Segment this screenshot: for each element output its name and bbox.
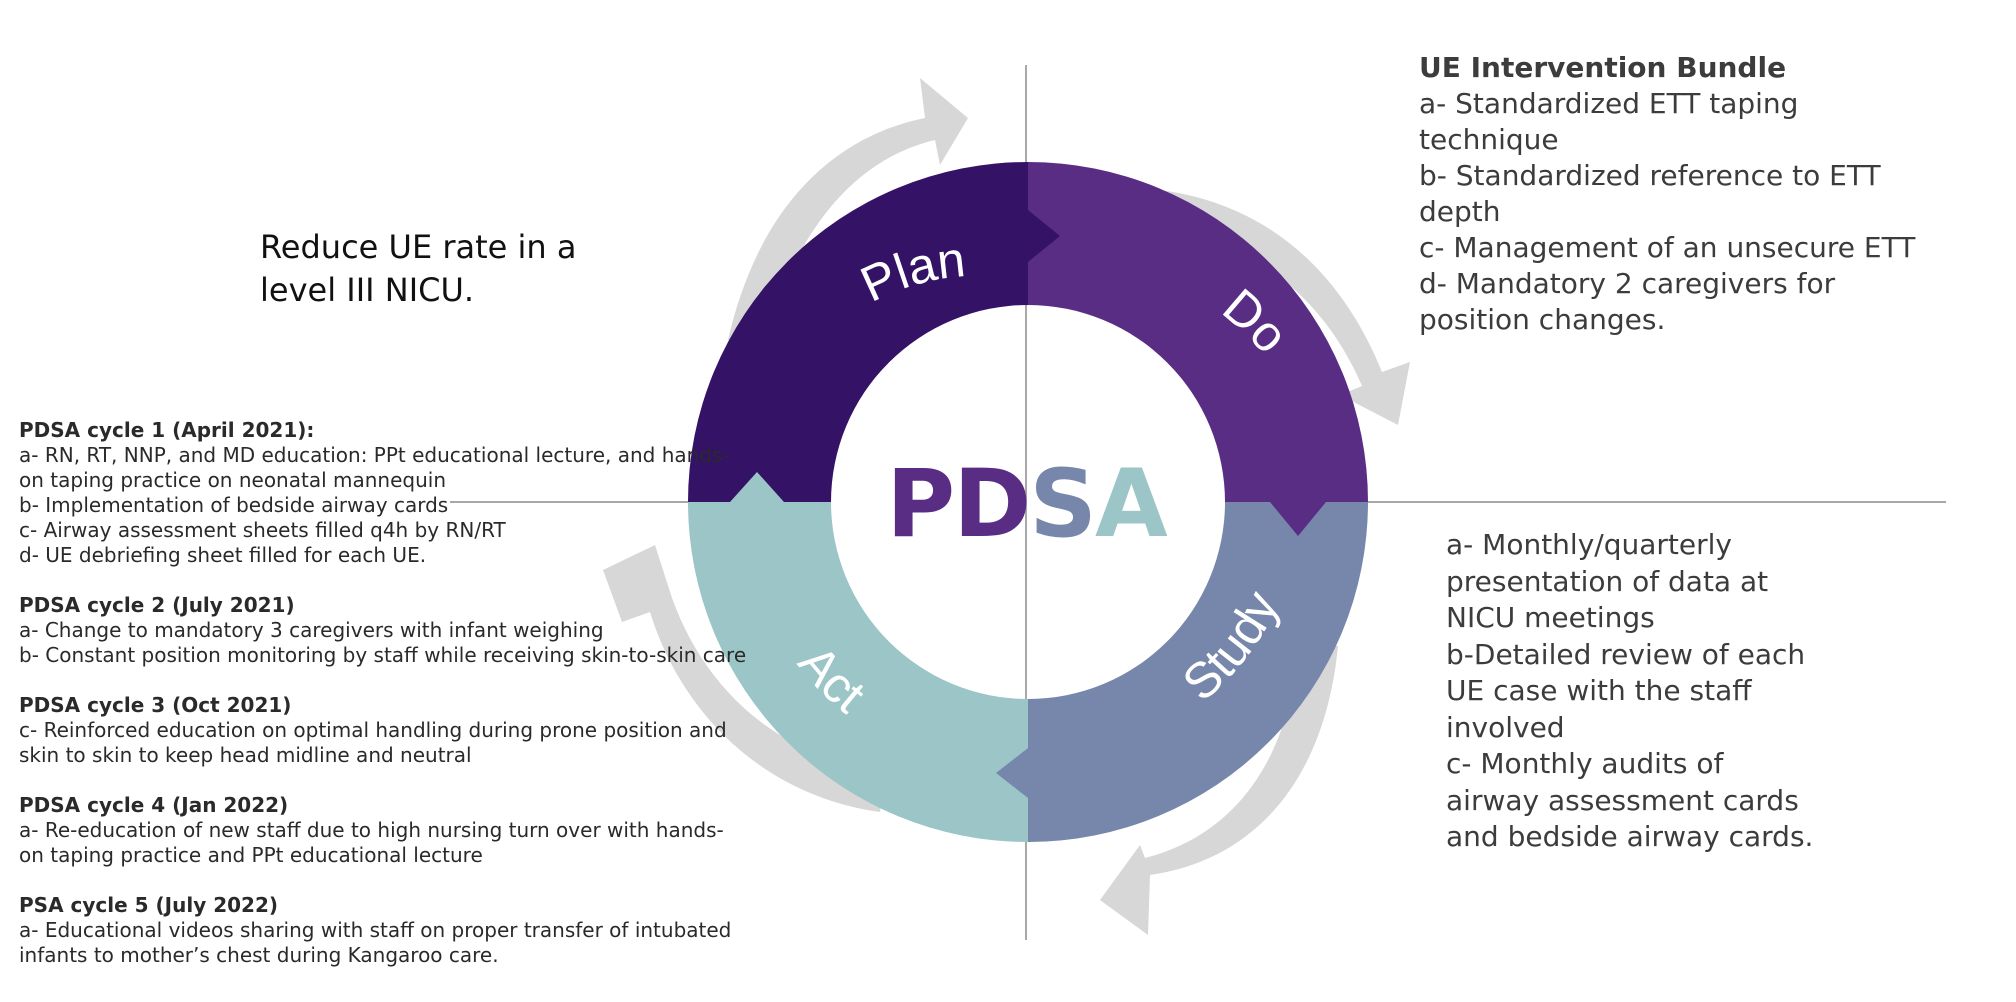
cycle-line: a- Educational videos sharing with staff… <box>19 918 732 942</box>
cycle-line: a- Re-education of new staff due to high… <box>19 818 724 842</box>
cycle-line: c- Reinforced education on optimal handl… <box>19 718 727 742</box>
do-panel-line: technique <box>1419 123 1559 156</box>
notch-act-into-plan <box>730 472 784 502</box>
cycle-title: PDSA cycle 4 (Jan 2022) <box>19 793 289 817</box>
pdsa-cycle-3: PDSA cycle 3 (Oct 2021) c- Reinforced ed… <box>19 693 727 768</box>
do-panel-title: UE Intervention Bundle <box>1419 51 1787 84</box>
ring-segment-act <box>688 502 1028 842</box>
cycle-line: on taping practice and PPt educational l… <box>19 843 483 867</box>
do-panel-line: b- Standardized reference to ETT <box>1419 159 1881 192</box>
study-panel: a- Monthly/quarterly presentation of dat… <box>1446 527 1866 856</box>
cycle-title: PDSA cycle 1 (April 2021): <box>19 418 315 442</box>
study-panel-line: c- Monthly audits of <box>1446 747 1724 780</box>
cycle-line: a- RN, RT, NNP, and MD education: PPt ed… <box>19 443 730 467</box>
pdsa-cycle-1: PDSA cycle 1 (April 2021): a- RN, RT, NN… <box>19 418 730 568</box>
curved-arrow-study-to-act <box>1100 640 1338 935</box>
curved-arrow-act-to-plan <box>603 545 888 812</box>
study-panel-line: UE case with the staff <box>1446 674 1752 707</box>
study-panel-line: involved <box>1446 710 1565 744</box>
study-panel-line: a- Monthly/quarterly <box>1446 528 1732 561</box>
do-panel-line: d- Mandatory 2 caregivers for <box>1419 267 1836 300</box>
center-letter-p: P <box>886 450 953 559</box>
notch-do-into-study <box>1270 502 1326 536</box>
do-panel-line: c- Management of an unsecure ETT <box>1419 231 1916 264</box>
do-panel-line: position changes. <box>1419 303 1666 336</box>
do-intervention-panel: UE Intervention Bundle a- Standardized E… <box>1419 50 1979 338</box>
curved-arrow-plan-to-do <box>728 78 968 345</box>
notch-study-into-act <box>996 748 1028 798</box>
ring-segment-study <box>1028 502 1368 842</box>
study-panel-line: presentation of data at <box>1446 564 1769 598</box>
cycle-line: infants to mother’s chest during Kangaro… <box>19 943 499 967</box>
center-letter-s: S <box>1029 450 1095 559</box>
ring-segment-plan <box>688 162 1028 502</box>
cycle-line: b- Implementation of bedside airway card… <box>19 493 449 517</box>
study-panel-line: b-Detailed review of each <box>1446 637 1806 671</box>
cycle-line: d- UE debriefing sheet filled for each U… <box>19 543 427 567</box>
center-letter-d: D <box>953 450 1029 559</box>
cycle-line: c- Airway assessment sheets filled q4h b… <box>19 518 506 542</box>
pdsa-cycle-2: PDSA cycle 2 (July 2021) a- Change to ma… <box>19 593 747 668</box>
cycle-line: on taping practice on neonatal mannequin <box>19 468 447 492</box>
pdsa-cycle-5: PSA cycle 5 (July 2022) a- Educational v… <box>19 893 732 968</box>
cycle-title: PSA cycle 5 (July 2022) <box>19 893 278 917</box>
ring-segment-do <box>1028 162 1368 502</box>
aim-line: level III NICU. <box>260 271 475 309</box>
do-panel-line: a- Standardized ETT taping <box>1419 87 1799 120</box>
aim-line: Reduce UE rate in a <box>260 228 577 266</box>
act-cycles-panel: PDSA cycle 1 (April 2021): a- RN, RT, NN… <box>19 418 747 993</box>
pdsa-cycle-4: PDSA cycle 4 (Jan 2022) a- Re-education … <box>19 793 724 868</box>
notch-plan-into-do <box>1028 210 1060 262</box>
cycle-line: a- Change to mandatory 3 caregivers with… <box>19 618 604 642</box>
study-panel-line: airway assessment cards <box>1446 783 1799 817</box>
center-title: PDSA <box>886 450 1168 559</box>
study-panel-line: and bedside airway cards. <box>1446 820 1814 853</box>
do-panel-line: depth <box>1419 195 1501 228</box>
cycle-title: PDSA cycle 3 (Oct 2021) <box>19 693 292 717</box>
cycle-title: PDSA cycle 2 (July 2021) <box>19 593 295 617</box>
cycle-line: b- Constant position monitoring by staff… <box>19 643 747 667</box>
cycle-line: skin to skin to keep head midline and ne… <box>19 743 472 767</box>
aim-statement: Reduce UE rate in a level III NICU. <box>260 226 700 312</box>
center-letter-a: A <box>1095 450 1168 559</box>
study-panel-line: NICU meetings <box>1446 601 1655 634</box>
